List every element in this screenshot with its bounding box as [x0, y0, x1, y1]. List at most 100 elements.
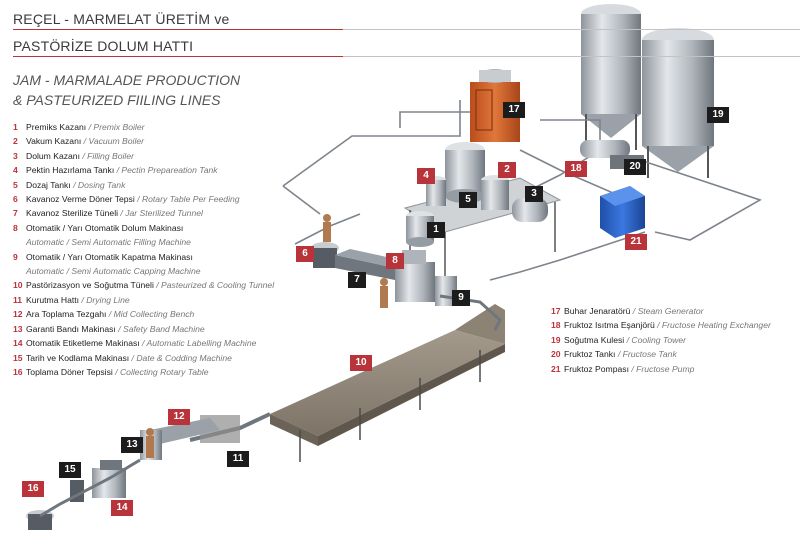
badge-3: 3 — [525, 186, 543, 202]
badge-10: 10 — [350, 355, 372, 371]
legend-item-label-tr: Toplama Döner Tepsisi — [26, 366, 113, 377]
legend-separator: / — [86, 122, 94, 132]
legend-separator: / — [81, 136, 89, 147]
legend-item-number: 9 — [13, 251, 18, 262]
legend-item-label-tr: Pektin Hazırlama Tankı — [26, 165, 115, 176]
legend-item-label-tr: Garanti Bandı Makinası — [26, 323, 116, 334]
legend-separator: / — [79, 294, 87, 305]
legend-item-label-en: Filling Boiler — [87, 150, 134, 161]
badge-15: 15 — [59, 462, 81, 478]
legend-item-number: 12 — [13, 309, 23, 320]
legend-item-number: 1 — [13, 122, 18, 132]
legend-item-label-tr: Otomatik / Yarı Otomatik Dolum Makinası — [26, 222, 184, 233]
legend-item-label-tr: Dozaj Tankı — [26, 179, 71, 190]
legend-item-number: 19 — [551, 334, 561, 345]
legend-separator: / — [624, 334, 632, 345]
legend-separator: / — [134, 194, 142, 205]
dosing-tank — [481, 175, 509, 210]
legend-item-number: 5 — [13, 179, 18, 190]
legend-item-label-tr: Kavanoz Verme Döner Tepsi — [26, 194, 135, 205]
legend-separator: / — [115, 323, 123, 334]
badge-17: 17 — [503, 102, 525, 118]
badge-9: 9 — [452, 290, 470, 306]
badge-11: 11 — [227, 451, 249, 467]
legend-item-label-tr: Otomatik Etiketleme Makinası — [26, 338, 140, 349]
legend-item-number: 6 — [13, 194, 18, 205]
legend-separator: / — [615, 349, 623, 360]
legend-separator: / — [129, 352, 137, 363]
legend-item-label-tr: Fruktoz Tankı — [564, 349, 616, 360]
badge-20: 20 — [624, 159, 646, 175]
legend-item-label-en: Steam Generator — [637, 306, 704, 316]
title-en-1: JAM - MARMALADE PRODUCTION — [13, 72, 241, 88]
badge-7: 7 — [348, 272, 366, 288]
badge-19: 19 — [707, 107, 729, 123]
legend-item-label-tr: Soğutma Kulesi — [564, 334, 625, 345]
legend-item-continuation: Automatic / Semi Automatic Capping Machi… — [13, 264, 274, 278]
legend-item-label-en: Mid Collecting Bench — [113, 309, 195, 320]
legend-separator: / — [79, 150, 88, 161]
badge-6: 6 — [296, 246, 314, 262]
badge-8: 8 — [386, 253, 404, 269]
legend-item-label-en: Fructose Heating Exchanger — [661, 320, 771, 331]
legend-item-label-tr: Fruktoz Isıtma Eşanjörü — [564, 320, 655, 331]
legend-item-label-en: Collecting Rotary Table — [119, 366, 209, 377]
legend-separator: / — [654, 320, 662, 331]
badge-18: 18 — [565, 161, 587, 177]
legend-item-label-tr: Tarih ve Kodlama Makinası — [26, 352, 130, 363]
collecting-rotary-table — [26, 510, 54, 530]
legend-item-label-tr: Kurutma Hattı — [26, 294, 80, 305]
legend-separator: / — [153, 280, 162, 291]
legend-item-label-tr: Vakum Kazanı — [26, 136, 82, 147]
filling-boiler — [512, 198, 548, 222]
badge-12: 12 — [168, 409, 190, 425]
badge-13: 13 — [121, 437, 143, 453]
badge-5: 5 — [459, 192, 477, 208]
legend-item-label-en: Jar Sterilized Tunnel — [125, 208, 203, 219]
legend-item-number: 17 — [551, 306, 561, 316]
title-tr-1: REÇEL - MARMELAT ÜRETİM ve — [13, 11, 230, 27]
badge-14: 14 — [111, 500, 133, 516]
steam-generator — [470, 69, 520, 142]
legend-item-label-tr: Premiks Kazanı — [26, 122, 87, 132]
title-en-2: & PASTEURIZED FIILING LINES — [13, 92, 221, 108]
legend-item-label-tr: Dolum Kazanı — [26, 150, 80, 161]
legend-item-label-tr: Fruktoz Pompası — [564, 363, 629, 374]
title-rule-accent — [13, 29, 343, 30]
pasteurized-tunnel — [270, 294, 505, 462]
legend-item-label-en: Automatic / Semi Automatic Filling Machi… — [26, 237, 191, 248]
legend-item-label-en: Drying Line — [86, 294, 130, 305]
legend-item-number: 21 — [551, 363, 561, 374]
legend-item-number: 20 — [551, 349, 561, 360]
legend-item-label-tr: Pastörizasyon ve Soğutma Tüneli — [26, 280, 154, 291]
legend-item-label-en: Cooling Tower — [631, 334, 686, 345]
legend-item-label-en: Safety Band Machine — [122, 323, 205, 334]
title-block: REÇEL - MARMELAT ÜRETİM ve PASTÖRİZE DOL… — [13, 6, 800, 110]
legend-item-number: 2 — [13, 136, 18, 147]
legend-item-label-en: Rotary Table Per Feeding — [141, 194, 240, 205]
title-line-2: PASTÖRİZE DOLUM HATTI — [13, 33, 800, 60]
legend-separator: / — [139, 338, 147, 349]
legend-item-label-en: Pasteurized & Cooling Tunnel — [161, 280, 275, 291]
legend-item-number: 15 — [13, 352, 23, 363]
legend-separator: / — [630, 306, 638, 316]
legend-item-label-en: Fructose Pump — [636, 363, 695, 374]
